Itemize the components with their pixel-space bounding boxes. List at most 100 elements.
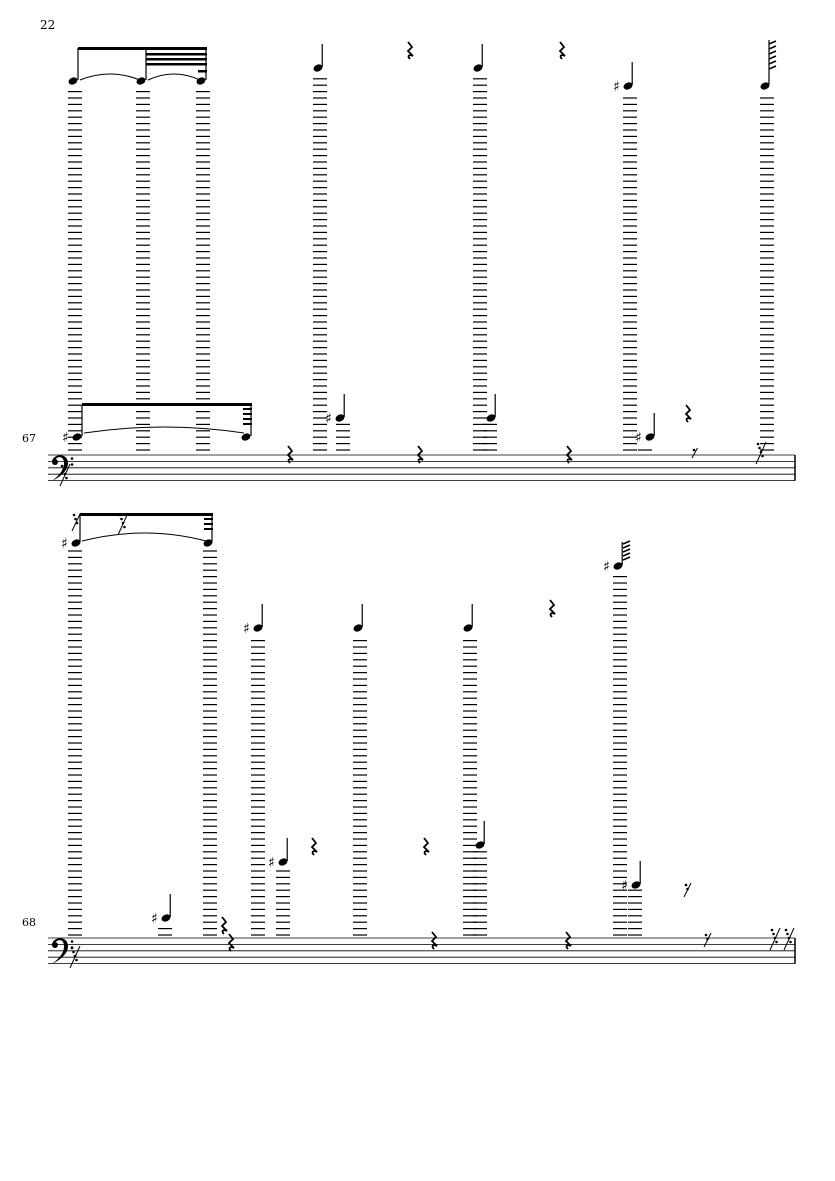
flag [768, 55, 777, 60]
rest-flag-dot [772, 932, 775, 936]
quarter-rest-icon [558, 41, 566, 60]
quarter-rest-icon [227, 933, 235, 952]
rest-flag-dot [704, 933, 708, 937]
measure-number-68: 68 [22, 916, 36, 929]
note-head [645, 433, 655, 441]
rest-stem [683, 882, 692, 898]
page-number: 22 [40, 18, 56, 32]
rest-stem [691, 447, 698, 459]
flag [622, 548, 631, 553]
quarter-rest-icon [310, 837, 318, 856]
beam [146, 63, 207, 66]
rest-flag-dot [62, 468, 65, 472]
sharp-icon: ♯ [243, 621, 250, 637]
rest-flag-dot [692, 448, 696, 452]
rest-flag-dot [786, 932, 789, 936]
note-head [353, 624, 363, 632]
rest-flag-dot [60, 464, 64, 468]
beam [198, 70, 207, 73]
rest-flag-dot [775, 940, 778, 944]
tie [79, 73, 141, 81]
bass-clef-icon [52, 459, 58, 465]
tie [83, 426, 245, 434]
flag [622, 540, 631, 545]
rest-stem [769, 927, 781, 951]
quarter-rest-icon [220, 916, 228, 935]
note-head [760, 82, 770, 90]
beam [80, 513, 213, 516]
note-head [631, 881, 641, 889]
rest-flag-dot [123, 525, 126, 529]
beam [204, 518, 213, 520]
note-head [253, 624, 263, 632]
note-head [71, 539, 81, 547]
sharp-icon: ♯ [325, 411, 332, 427]
rest-flag-dot [758, 446, 761, 450]
quarter-rest-icon [422, 837, 430, 856]
note-head [313, 64, 323, 72]
bass-clef-dot [70, 457, 74, 460]
rest-flag-dot [65, 476, 68, 480]
rest-stem [117, 512, 129, 536]
beam [204, 528, 213, 530]
rest-flag-dot [784, 928, 788, 932]
flag [768, 40, 777, 45]
sharp-icon: ♯ [621, 878, 628, 894]
sharp-icon: ♯ [635, 430, 642, 446]
measure-number-67: 67 [22, 432, 36, 445]
rest-stem [59, 463, 71, 487]
rest-flag-dot [75, 958, 78, 962]
quarter-rest-icon [548, 599, 556, 618]
tie [147, 73, 201, 81]
beam [243, 413, 252, 415]
note-head [613, 562, 623, 570]
beam [78, 47, 207, 50]
rest-flag-dot [770, 928, 774, 932]
note-head [486, 414, 496, 422]
rest-flag-dot [761, 454, 764, 458]
note-head [463, 624, 473, 632]
note-head [473, 64, 483, 72]
rest-flag-dot [118, 513, 122, 517]
rest-flag-dot [72, 950, 75, 954]
note-head [278, 858, 288, 866]
bass-clef-icon [52, 942, 58, 948]
sharp-icon: ♯ [603, 559, 610, 575]
quarter-rest-icon [564, 931, 572, 950]
note-head [161, 914, 171, 922]
quarter-rest-icon [406, 41, 414, 60]
rest-flag-dot [74, 517, 77, 521]
flag [768, 45, 777, 50]
tie [81, 532, 207, 542]
sharp-icon: ♯ [268, 855, 275, 871]
rest-stem [69, 945, 81, 969]
sharp-icon: ♯ [151, 911, 158, 927]
rest-stem [755, 441, 767, 465]
bass-clef-icon [52, 455, 68, 481]
note-head [475, 841, 485, 849]
note-head [72, 433, 82, 441]
beam [146, 53, 207, 56]
quarter-rest-icon [286, 445, 294, 464]
note-head [196, 77, 206, 85]
quarter-rest-icon [565, 445, 573, 464]
beam [82, 403, 252, 406]
rest-stem [703, 932, 712, 948]
note-head [623, 82, 633, 90]
bass-clef-dot [70, 940, 74, 943]
flag [768, 60, 777, 65]
rest-stem [71, 512, 81, 532]
bass-clef-dot [70, 463, 74, 466]
rest-stem [783, 927, 795, 951]
sharp-icon: ♯ [61, 536, 68, 552]
flag [622, 556, 631, 561]
note-head [335, 414, 345, 422]
rest-flag-dot [684, 883, 688, 887]
flag [768, 50, 777, 55]
quarter-rest-icon [416, 445, 424, 464]
note-head [241, 433, 251, 441]
flag [768, 65, 777, 70]
rest-flag-dot [70, 946, 74, 950]
rest-flag-dot [789, 940, 792, 944]
